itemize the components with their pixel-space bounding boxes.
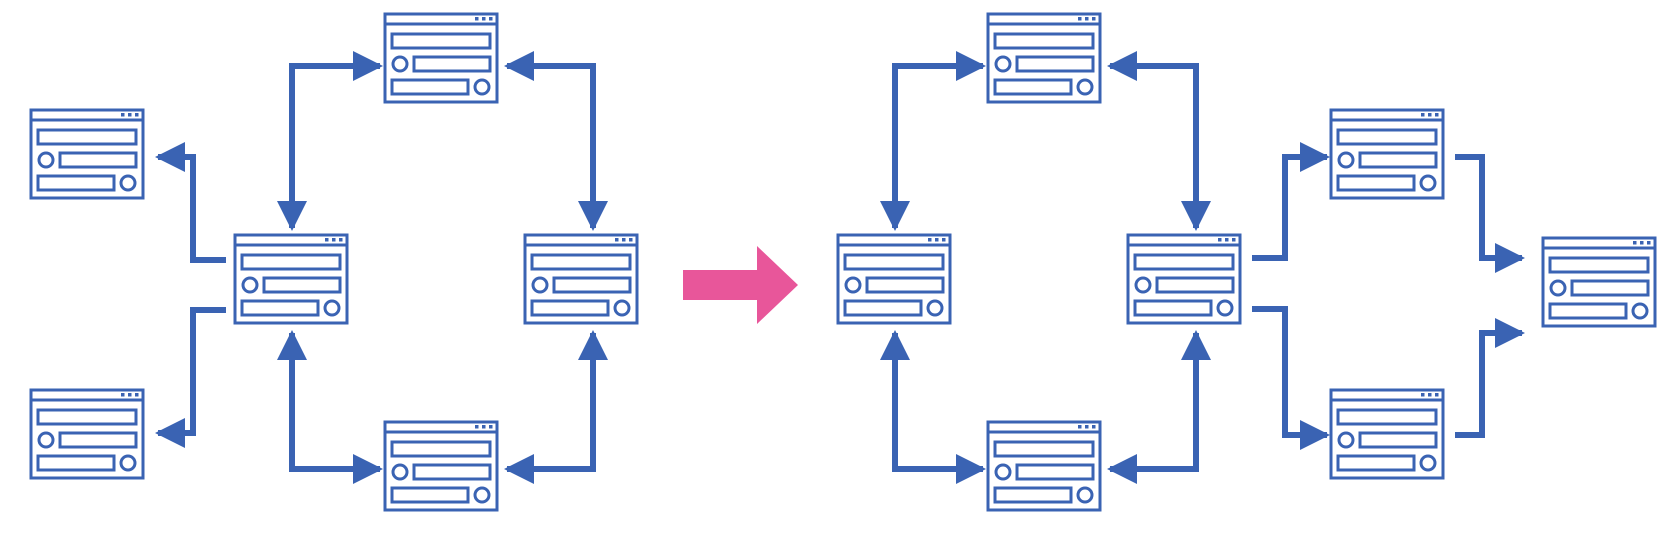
server-icon — [29, 108, 145, 200]
connector-r-d-to-r-a — [880, 330, 986, 484]
server-icon — [1329, 388, 1445, 480]
server-icon — [1126, 233, 1242, 325]
connector-r-a-to-r-b — [880, 51, 986, 231]
server-icon — [523, 233, 639, 325]
server-icon — [836, 233, 952, 325]
connector-l-d-to-l-e — [504, 51, 608, 231]
connector-r-c-to-r-f — [1252, 306, 1330, 450]
transition-arrow-icon — [683, 246, 798, 324]
connector-r-e-to-r-g — [1455, 154, 1525, 273]
server-icon — [1541, 236, 1657, 328]
connector-l-e-to-l-f — [504, 330, 608, 484]
server-icon — [383, 420, 499, 512]
server-icon — [233, 233, 349, 325]
server-icon — [383, 12, 499, 104]
left-network — [29, 12, 639, 512]
server-icon — [1329, 108, 1445, 200]
connector-l-c-to-l-b — [155, 307, 226, 448]
connector-r-c-to-r-d — [1107, 330, 1211, 484]
server-icon — [986, 420, 1102, 512]
connector-l-c-to-l-d — [277, 51, 383, 231]
server-icon — [986, 12, 1102, 104]
connector-r-f-to-r-g — [1455, 318, 1525, 438]
right-network — [836, 12, 1657, 512]
connectors-left — [155, 51, 608, 484]
connector-r-b-to-r-c — [1107, 51, 1211, 231]
connectors-right — [880, 51, 1525, 484]
connector-r-c-to-r-e — [1252, 142, 1330, 261]
server-icon — [29, 388, 145, 480]
connector-l-c-to-l-a — [155, 142, 226, 263]
connector-l-f-to-l-c — [277, 330, 383, 484]
